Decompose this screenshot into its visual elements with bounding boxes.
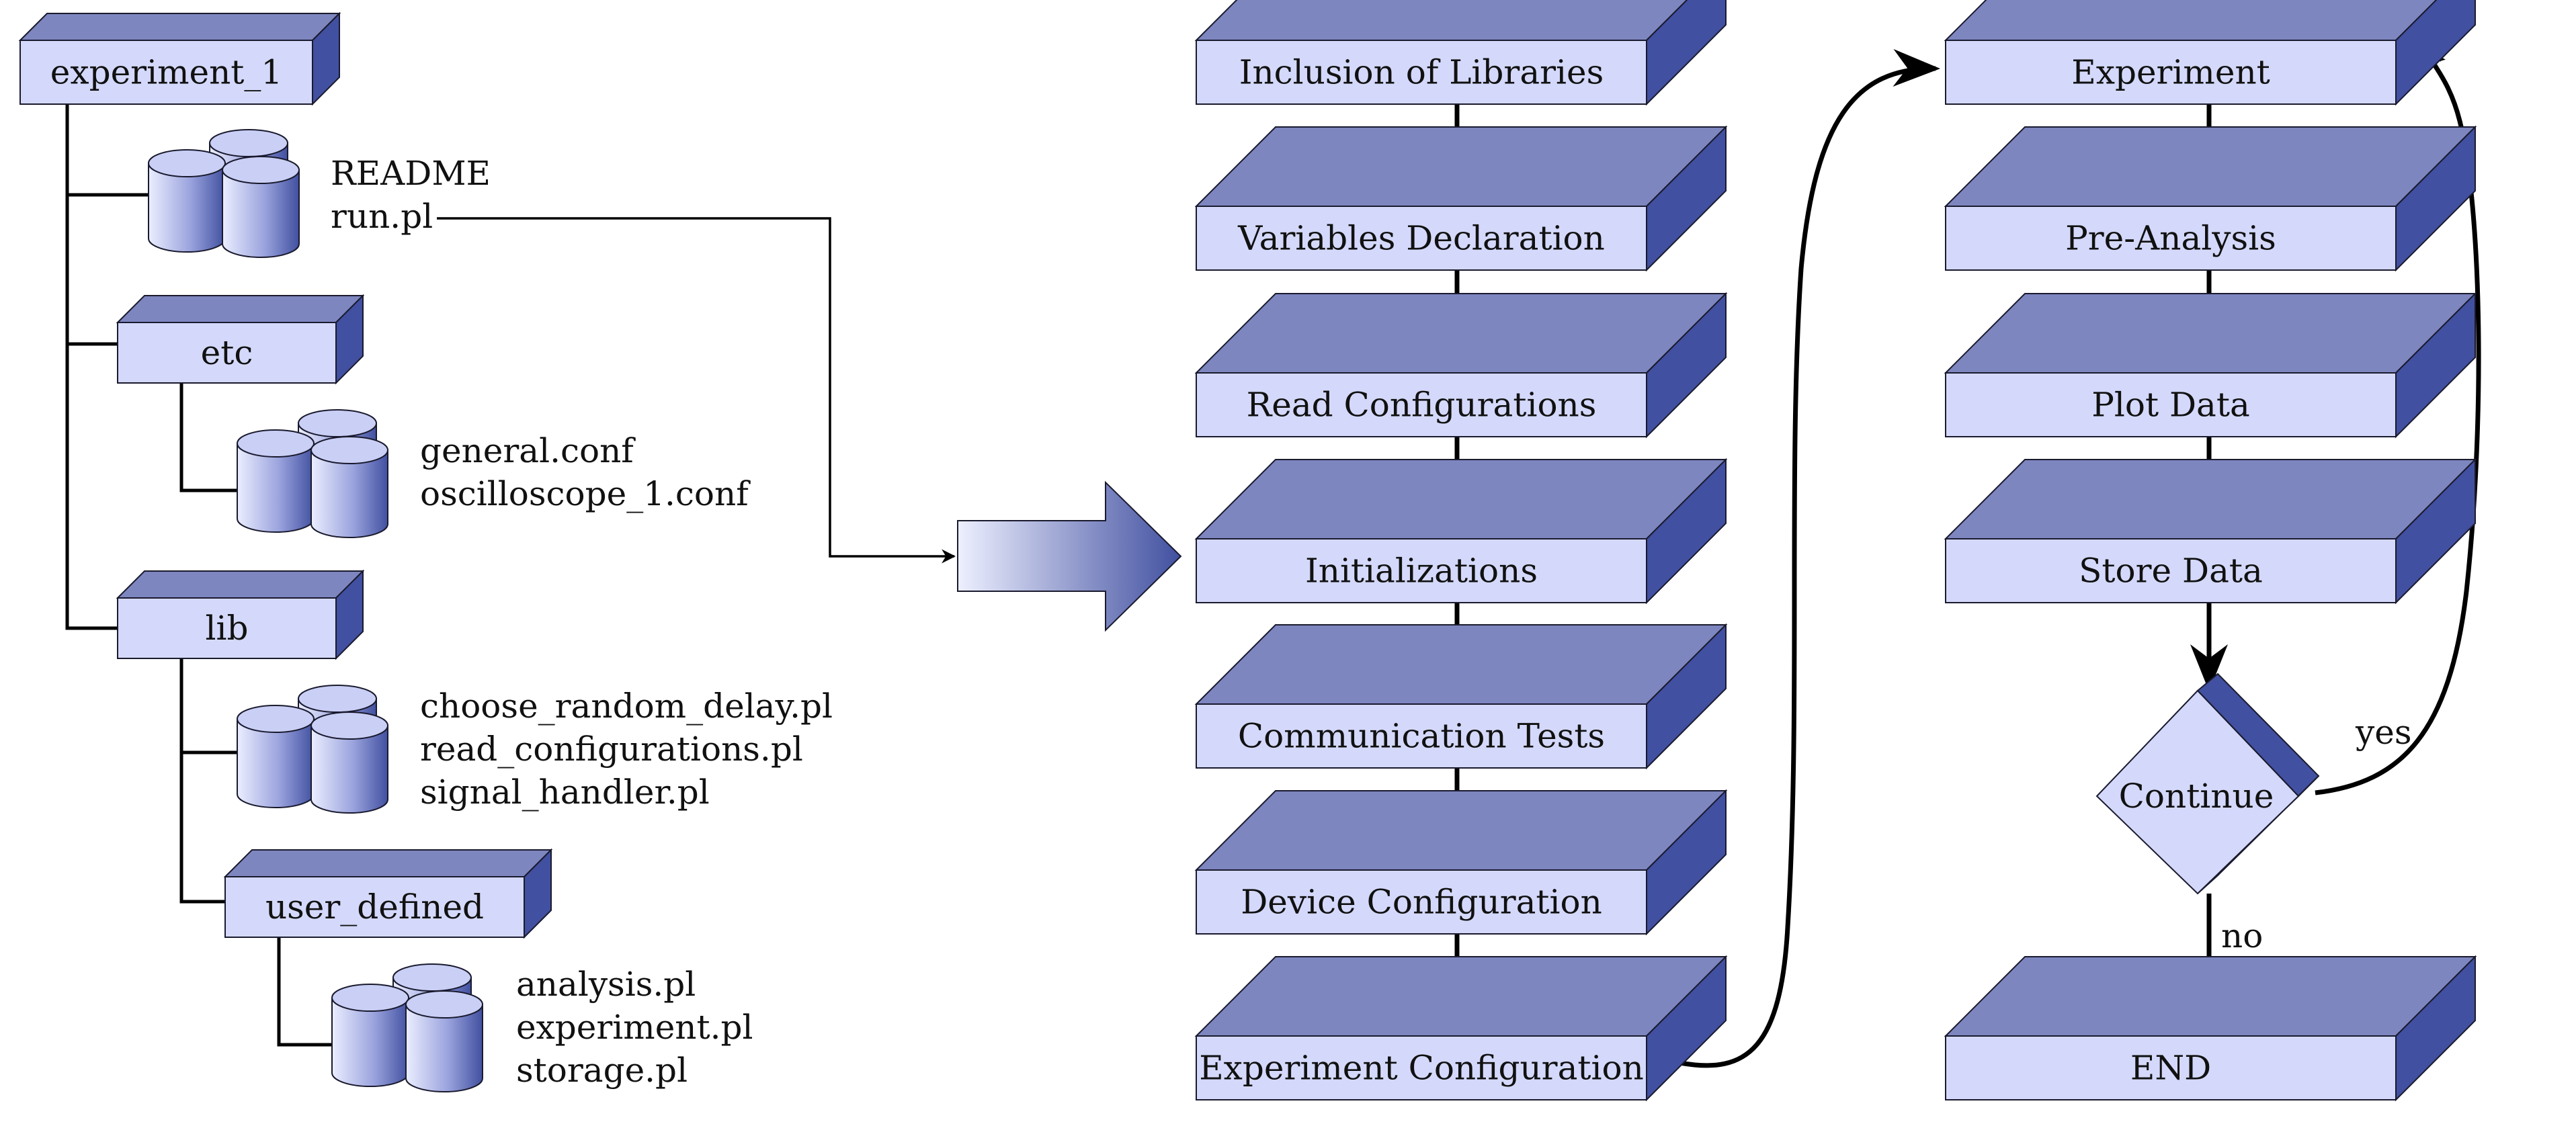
flow-left-box-6-face (1196, 1035, 1647, 1100)
flow-left-box-5-label: Device Configuration (1241, 883, 1602, 922)
flow-right-box-3-top (1944, 459, 2477, 539)
folder-experiment-1-top (18, 13, 341, 41)
folder-user-defined: user_defined (223, 848, 553, 939)
flow-right-box-2-face (1945, 372, 2397, 437)
lib-file-2: signal_handler.pl (420, 773, 710, 812)
flow-right-box-3-face (1945, 538, 2397, 603)
folder-experiment-1-label: experiment_1 (50, 53, 282, 92)
database-icon-root-right (222, 156, 300, 258)
user-defined-file-0: analysis.pl (516, 965, 696, 1004)
database-icon-etc (237, 409, 388, 538)
tree-lines (65, 104, 333, 1047)
flow-right-box-1-face (1945, 206, 2397, 271)
folder-lib-label: lib (206, 609, 249, 648)
flow-left-box-3-top (1194, 459, 1728, 539)
text-layer: README run.pl general.conf oscilloscope_1.c… (331, 154, 833, 1090)
flow-left-box-1: Variables Declaration (1194, 125, 1728, 272)
folder-lib-top (116, 570, 365, 599)
flow-left-box-3-face (1196, 538, 1647, 603)
flow-left-box-0-face (1196, 40, 1647, 105)
end-box: END (1944, 955, 2477, 1102)
folder-user-defined-label: user_defined (265, 888, 484, 926)
flow-left-box-2-label: Read Configurations (1247, 386, 1597, 425)
flow-left-box-5-top (1194, 790, 1728, 871)
database-icons-layer (148, 129, 483, 1092)
flow-right-box-0-label: Experiment (2071, 53, 2270, 92)
flow-right-box-0-face (1945, 40, 2397, 105)
end-box-label: END (2130, 1049, 2211, 1088)
folder-etc-top (116, 295, 365, 323)
decision-face (2095, 689, 2300, 895)
folder-experiment-1-face (19, 40, 313, 105)
folder-etc-label: etc (201, 333, 253, 372)
flow-left-box-0: Inclusion of Libraries (1194, 0, 1727, 106)
flow-left-box-0-label: Inclusion of Libraries (1239, 53, 1604, 92)
database-icon-root-left (148, 149, 226, 253)
flow-right-box-2-top (1944, 293, 2477, 374)
runpl-connector (437, 217, 956, 564)
end-box-face (1945, 1035, 2397, 1100)
folder-experiment-1: experiment_1 (18, 11, 341, 106)
flow-left-box-1-label: Variables Declaration (1237, 219, 1605, 258)
folder-etc: etc (116, 294, 365, 385)
database-icon-user-defined-left (331, 984, 409, 1087)
user-defined-file-2: storage.pl (516, 1051, 688, 1090)
flow-left-box-5-face (1196, 869, 1647, 935)
flow-left-box-1-top (1194, 126, 1728, 207)
flow-right-box-1: Pre-Analysis (1944, 125, 2477, 272)
flow-left-box-2-face (1196, 372, 1647, 437)
database-icon-lib-left (237, 705, 315, 808)
flow-left-box-6: Experiment Configuration (1194, 955, 1728, 1102)
decision-no-label: no (2221, 916, 2263, 955)
root-file-0: README (331, 154, 491, 193)
database-icon-user-defined (331, 963, 483, 1092)
flow-right-box-3: Store Data (1944, 458, 2477, 605)
flow-right-box-1-top (1944, 126, 2477, 207)
decision-yes-label: yes (2355, 713, 2412, 752)
lib-file-1: read_configurations.pl (420, 730, 803, 769)
database-icon-user-defined-right (405, 990, 483, 1092)
database-icon-etc-right (310, 436, 388, 538)
lib-file-0: choose_random_delay.pl (420, 687, 833, 726)
decision-label: Continue (2119, 777, 2274, 816)
flow-left-box-4: Communication Tests (1194, 623, 1728, 770)
flow-left-box-5: Device Configuration (1194, 789, 1728, 936)
flow-right-box-1-label: Pre-Analysis (2065, 219, 2276, 258)
flow-left-box-1-face (1196, 206, 1647, 271)
etc-file-0: general.conf (420, 431, 636, 470)
flow-left-box-3: Initializations (1194, 458, 1728, 605)
flow-right-box-0: Experiment (1944, 0, 2476, 106)
flow-left-box-2-top (1194, 293, 1728, 374)
flow-left-box-0-top (1194, 0, 1688, 41)
user-defined-file-1: experiment.pl (516, 1008, 753, 1047)
flow-right-box-0-top (1944, 0, 2438, 41)
flow-left-box-4-label: Communication Tests (1238, 717, 1605, 756)
database-icon-etc-left (237, 429, 315, 533)
flow-right-box-3-label: Store Data (2079, 552, 2263, 591)
flow-left-box-4-top (1194, 624, 1728, 705)
database-icon-root (148, 129, 300, 258)
flow-right-box-2: Plot Data (1944, 292, 2477, 439)
flow-left-box-6-top (1194, 956, 1728, 1037)
flow-left-box-2: Read Configurations (1194, 292, 1728, 439)
database-icon-lib (237, 685, 388, 814)
folder-user-defined-face (224, 876, 525, 938)
folder-lib-face (117, 597, 337, 659)
folder-etc-face (117, 322, 337, 384)
flow-right-box-2-label: Plot Data (2091, 386, 2250, 425)
flow-left-box-6-label: Experiment Configuration (1199, 1049, 1644, 1088)
database-icon-lib-right (310, 711, 388, 814)
etc-file-1: oscilloscope_1.conf (420, 474, 751, 513)
end-box-top (1944, 956, 2477, 1037)
flow-left-box-4-face (1196, 703, 1647, 769)
folder-lib: lib (116, 569, 365, 660)
flow-left-box-3-label: Initializations (1305, 552, 1538, 591)
continue-decision: Continue (2095, 673, 2320, 895)
big-arrow-shape (957, 480, 1182, 632)
root-file-1: run.pl (331, 197, 433, 236)
folder-user-defined-top (223, 849, 553, 877)
